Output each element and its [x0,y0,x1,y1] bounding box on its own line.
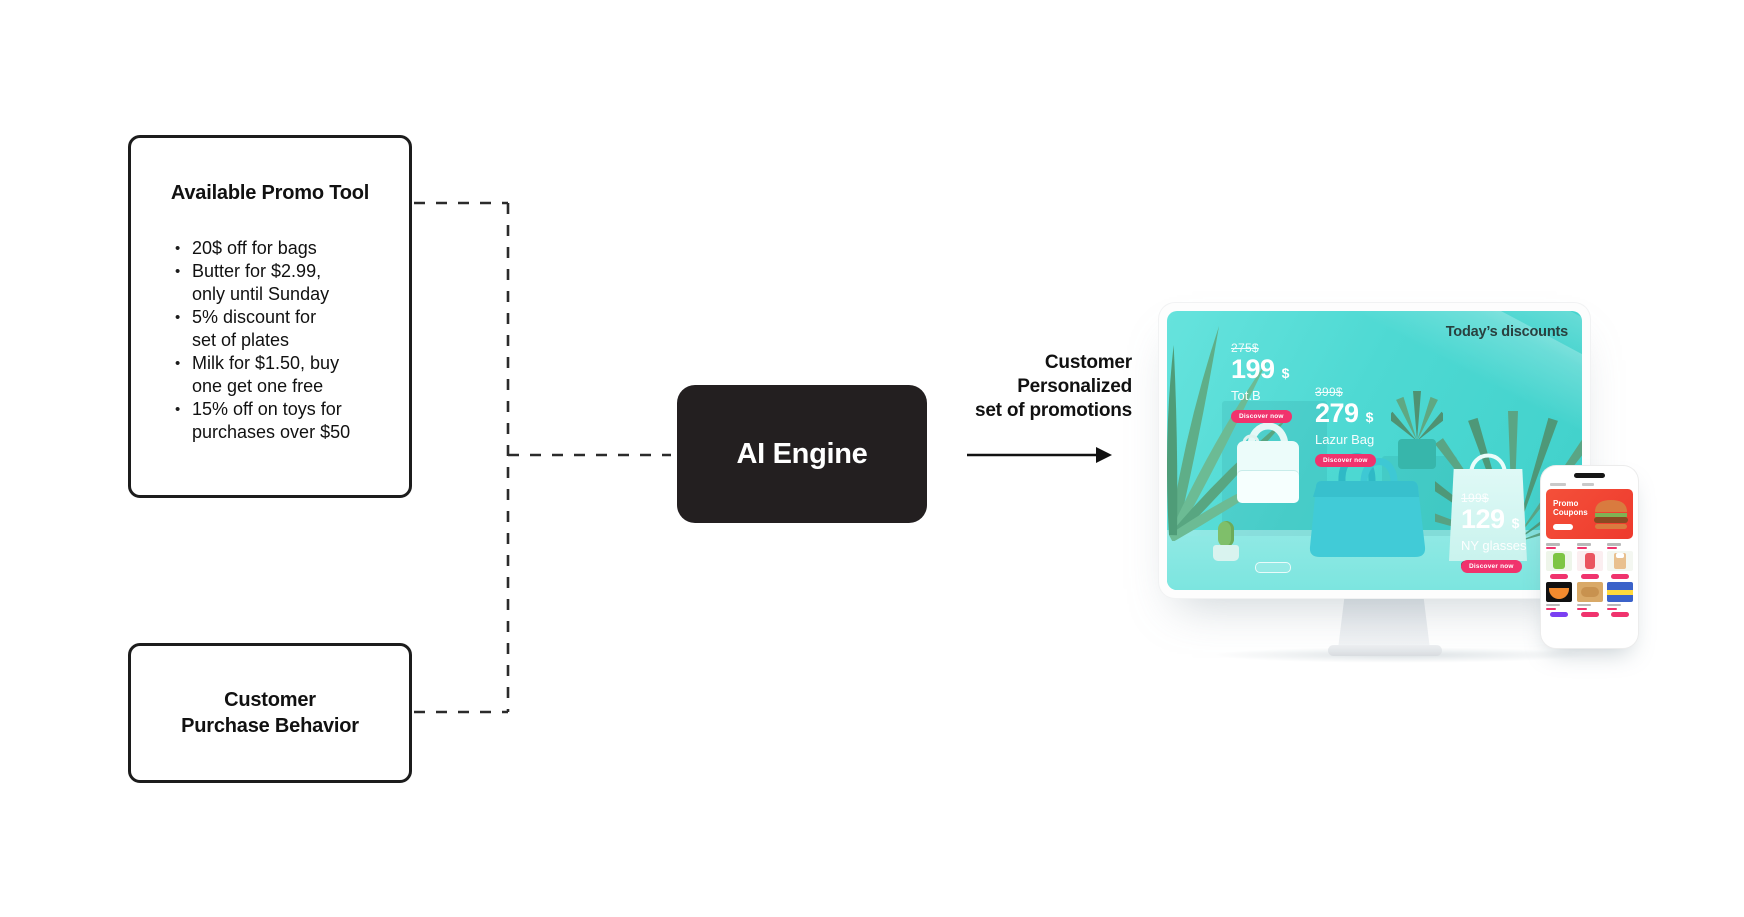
can [1584,553,1595,569]
price-value: 199 [1231,354,1275,384]
name-placeholder [1576,603,1591,606]
product-card [1607,543,1633,579]
coupon-button [1550,573,1568,579]
promo-list: 20$ off for bags Butter for $2.99, only … [131,237,409,444]
cactus-icon [1211,521,1241,563]
promo-list-item: Butter for $2.99, only until Sunday [175,260,388,306]
old-price: 275$ [1231,341,1259,355]
phone-speaker [1574,473,1605,478]
banner-button[interactable] [1553,524,1573,530]
monitor-stand-base [1328,645,1442,656]
purchase-behavior-label: Customer Purchase Behavior [181,689,359,737]
price-placeholder [1607,547,1617,549]
coupon-button [1611,612,1629,617]
can [1553,553,1565,569]
phone-mockup: Promo Coupons [1541,466,1638,648]
output-arrow-label: Customer Personalized set of promotions [974,352,1132,421]
nav-text-placeholder [1582,483,1594,486]
discover-button[interactable]: Discover now [1461,560,1522,573]
price-placeholder [1546,607,1556,610]
product-image [1546,551,1572,571]
currency: $ [1511,515,1520,531]
coupon-button [1580,612,1599,617]
promo-tool-box: Available Promo Tool 20$ off for bags Bu… [128,135,412,498]
phone-screen: Promo Coupons [1546,481,1633,642]
ai-engine-box: AI Engine [677,385,927,523]
price-value: 279 [1315,398,1359,428]
purchase-behavior-box: Customer Purchase Behavior [128,643,412,783]
monitor-screen: 275$ 199 $ Tot.B Discover now 399$ 279 $… [1167,311,1582,590]
product-image [1607,581,1633,602]
white-handbag [1237,415,1299,507]
candy-stripe [1607,589,1633,595]
currency: $ [1365,409,1374,425]
price-value: 129 [1461,504,1505,534]
product-card [1576,581,1603,617]
bag-body [1449,469,1527,561]
cream [1616,553,1624,558]
monitor-stand-neck [1338,597,1430,649]
promo-coupons-label: Promo Coupons [1553,499,1588,517]
product-tag: 399$ 279 $ Lazur Bag Discover now [1315,385,1376,467]
aloe-plant-icon [1391,391,1443,469]
coupon-button [1580,573,1599,579]
name-placeholder [1607,543,1621,546]
melon-slice [1549,587,1569,599]
product-image [1576,581,1603,602]
promo-tool-title: Available Promo Tool [170,182,370,204]
name-placeholder [1576,543,1591,546]
glasses-icon [1255,562,1291,573]
product-tag: 275$ 199 $ Tot.B Discover now [1231,341,1292,423]
product-grid [1546,543,1633,617]
product-card [1546,581,1572,617]
price-placeholder [1576,547,1587,549]
old-price: 399$ [1315,385,1343,399]
discover-button[interactable]: Discover now [1231,410,1292,423]
product-name: NY glasses [1461,538,1527,553]
currency: $ [1281,365,1290,381]
product-name: Tot.B [1231,388,1261,403]
price-placeholder [1576,607,1587,610]
output-arrow-head [1096,447,1112,463]
ai-engine-label: AI Engine [736,437,868,470]
old-price: 199$ [1461,491,1489,505]
product-image [1607,551,1633,571]
name-placeholder [1607,603,1621,606]
burger-icon [1594,500,1628,529]
product-name: Lazur Bag [1315,432,1375,447]
product-image [1576,551,1603,571]
cactus-body [1218,521,1234,547]
price: 129 $ [1461,505,1527,537]
bag-flap [1237,471,1299,503]
price-placeholder [1546,547,1556,549]
monitor-mockup: 275$ 199 $ Tot.B Discover now 399$ 279 $… [1159,303,1590,598]
product-image [1546,581,1572,602]
product-card [1546,543,1572,579]
coupon-button [1550,612,1568,617]
product-tag: 199$ 129 $ NY glasses Discover now [1461,491,1527,573]
discover-button[interactable]: Discover now [1315,454,1376,467]
biscuit [1580,586,1599,597]
bag-handle [1469,453,1507,475]
promo-list-item: 20$ off for bags [175,237,388,260]
promo-list-item: Milk for $1.50, buy one get one free [175,352,388,398]
coupon-button [1611,573,1629,579]
cactus-pot [1213,545,1239,561]
name-placeholder [1546,543,1560,546]
screen-header: Today’s discounts [1445,324,1568,340]
price-placeholder [1607,607,1617,610]
product-card [1576,543,1603,579]
promo-list-item: 5% discount for set of plates [175,306,388,352]
promo-banner: Promo Coupons [1546,489,1633,539]
nav-text-placeholder [1550,483,1566,486]
shopping-bag [1449,445,1527,565]
price: 279 $ [1315,399,1376,431]
price: 199 $ [1231,355,1292,387]
promo-list-item: 15% off on toys for purchases over $50 [175,398,388,444]
product-card [1607,581,1633,617]
name-placeholder [1546,603,1560,606]
